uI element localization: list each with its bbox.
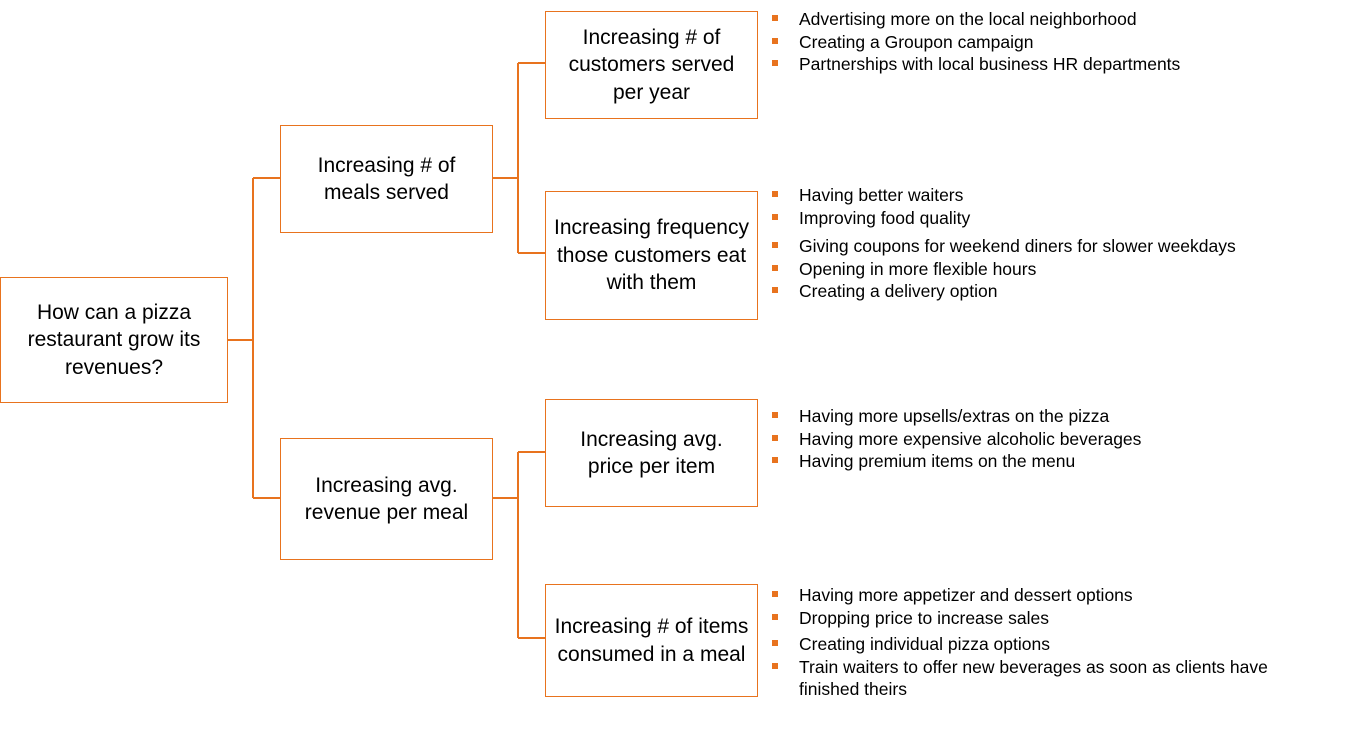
idea-item: Train waiters to offer new beverages as … [770,656,1319,701]
avg-revenue-box: Increasing avg. revenue per meal [280,438,493,560]
customers-served-text: Increasing # of customers served per yea… [568,25,735,104]
items-consumed-box: Increasing # of items consumed in a meal [545,584,758,697]
items-consumed-ideas: Having more appetizer and dessert option… [770,584,1330,701]
price-per-item-box: Increasing avg. price per item [545,399,758,507]
root-question-text: How can a pizza restaurant grow its reve… [27,300,201,379]
root-question-box: How can a pizza restaurant grow its reve… [0,277,228,403]
frequency-text: Increasing frequency those customers eat… [554,216,749,295]
idea-item: Having premium items on the menu [770,450,1330,473]
idea-item: Having more upsells/extras on the pizza [770,405,1330,428]
idea-item: Having more expensive alcoholic beverage… [770,428,1330,451]
frequency-box: Increasing frequency those customers eat… [545,191,758,320]
idea-item: Advertising more on the local neighborho… [770,8,1330,31]
idea-item: Giving coupons for weekend diners for sl… [770,235,1330,258]
idea-item: Having better waiters [770,184,1330,207]
connector-revenue-to-children [493,451,545,639]
frequency-ideas: Having better waiters Improving food qua… [770,184,1330,303]
idea-item: Partnerships with local business HR depa… [770,53,1330,76]
meals-served-box: Increasing # of meals served [280,125,493,233]
idea-item: Creating a Groupon campaign [770,31,1330,54]
meals-served-text: Increasing # of meals served [317,153,456,205]
price-per-item-ideas: Having more upsells/extras on the pizza … [770,405,1330,473]
connector-meals-to-children [493,62,545,254]
idea-item: Creating individual pizza options [770,633,1330,656]
idea-item: Having more appetizer and dessert option… [770,584,1330,607]
customers-served-box: Increasing # of customers served per yea… [545,11,758,119]
idea-item: Dropping price to increase sales [770,607,1330,630]
price-per-item-text: Increasing avg. price per item [580,427,723,479]
avg-revenue-text: Increasing avg. revenue per meal [304,473,469,525]
idea-item: Creating a delivery option [770,280,1330,303]
items-consumed-text: Increasing # of items consumed in a meal [554,615,749,666]
customers-served-ideas: Advertising more on the local neighborho… [770,8,1330,76]
idea-item: Improving food quality [770,207,1330,230]
idea-item: Opening in more flexible hours [770,258,1330,281]
connector-root-to-level1 [228,177,280,499]
